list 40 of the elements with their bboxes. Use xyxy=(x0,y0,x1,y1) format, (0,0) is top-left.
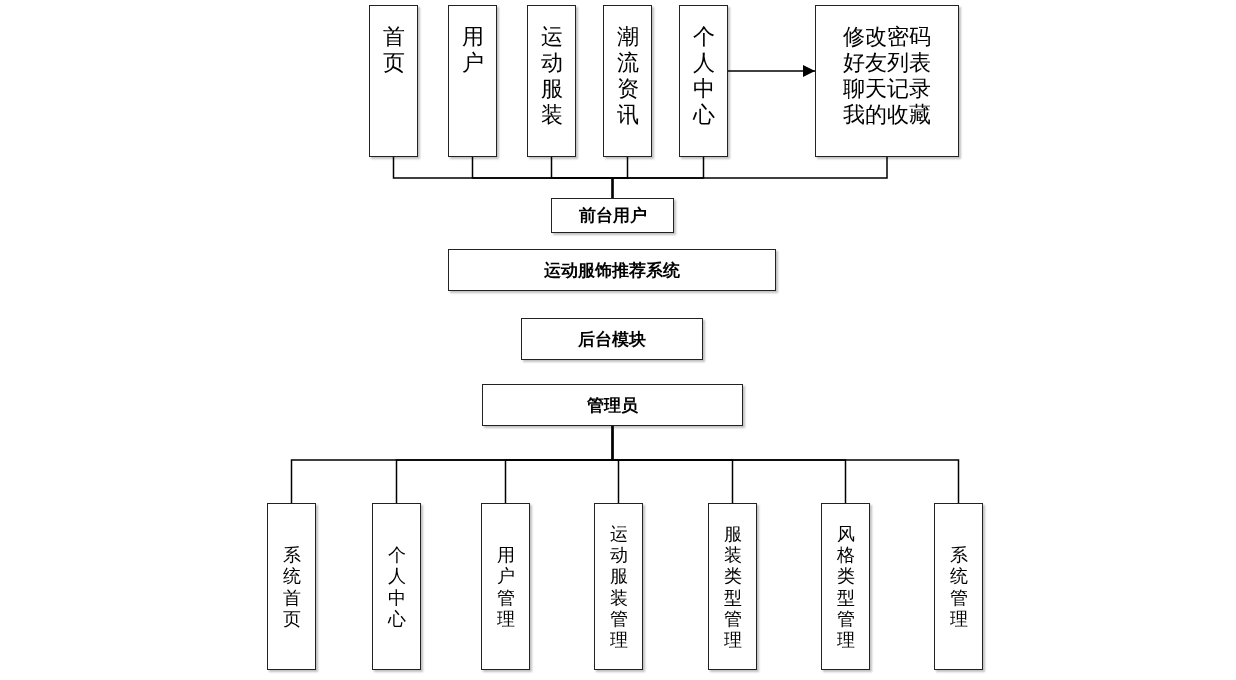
box-label: 首页 xyxy=(382,24,405,76)
box-label: 我的收藏 xyxy=(843,101,931,128)
box-label: 后台模块 xyxy=(578,328,646,349)
box-label: 服装类型管理 xyxy=(723,522,742,651)
module-box xyxy=(934,503,983,670)
module-box xyxy=(821,503,870,670)
module-box xyxy=(521,318,703,360)
module-box xyxy=(448,5,497,157)
module-box xyxy=(815,5,959,157)
arrow xyxy=(727,65,816,77)
box-label: 风格类型管理 xyxy=(836,522,855,651)
box-label: 用户 xyxy=(461,24,484,76)
box-label: 好友列表 xyxy=(843,49,931,76)
module-box xyxy=(679,5,728,157)
module-box xyxy=(267,503,316,670)
box-label: 运动服装 xyxy=(540,24,563,128)
module-box xyxy=(481,503,530,670)
box-label: 系统首页 xyxy=(282,544,301,629)
box-label: 运动服装管理 xyxy=(609,522,628,651)
module-box xyxy=(708,503,757,670)
connector-line xyxy=(611,156,888,199)
connector-line xyxy=(611,425,960,504)
box-label: 管理员 xyxy=(587,394,638,415)
box-label: 前台用户 xyxy=(578,205,647,226)
box-label: 修改密码 xyxy=(843,24,931,50)
box-label: 用户管理 xyxy=(496,544,515,629)
box-label: 个人中心 xyxy=(692,24,715,128)
module-box xyxy=(594,503,643,670)
admin-box xyxy=(482,384,743,426)
module-box xyxy=(527,5,576,157)
module-box xyxy=(372,503,421,670)
module-box xyxy=(603,5,652,157)
box-label: 潮流资讯 xyxy=(616,24,639,128)
box-label: 个人中心 xyxy=(387,544,406,629)
box-label: 聊天记录 xyxy=(843,75,931,102)
system-box xyxy=(448,249,776,291)
box-label: 运动服饰推荐系统 xyxy=(544,259,680,280)
user-box xyxy=(551,198,674,233)
module-box xyxy=(369,5,418,157)
box-label: 系统管理 xyxy=(949,544,968,629)
